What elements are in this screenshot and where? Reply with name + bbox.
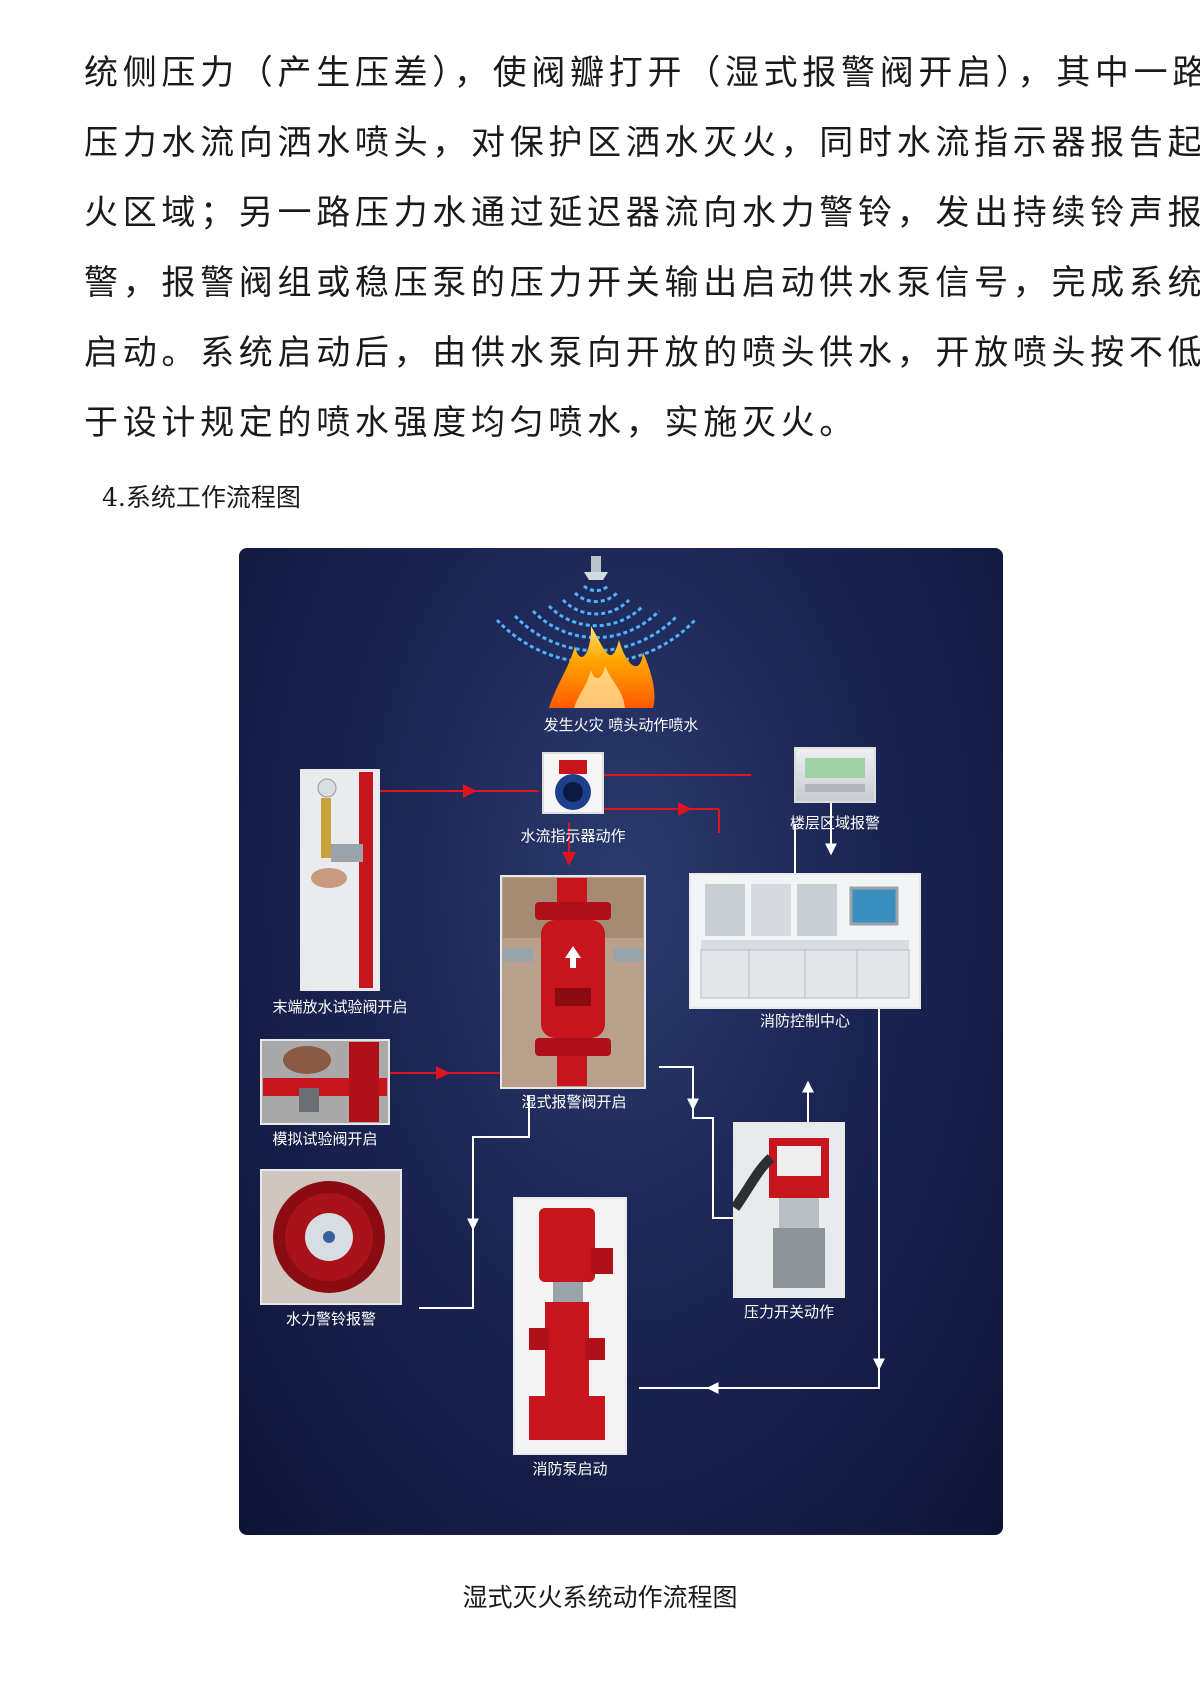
body-paragraph: 统侧压力（产生压差），使阀瓣打开（湿式报警阀开启），其中一路 压力水流向洒水喷头… [84, 38, 1200, 458]
label-pressure-switch: 压力开关动作 [743, 1303, 834, 1321]
label-fire-pump: 消防泵启动 [532, 1460, 608, 1478]
control-center-photo [689, 873, 921, 1009]
paragraph-line: 压力水流向洒水喷头，对保护区洒水灭火，同时水流指示器报告起 [84, 123, 1200, 163]
floor-alarm-panel [794, 747, 876, 803]
end-test-valve-photo [300, 769, 380, 991]
paragraph-line: 于设计规定的喷水强度均匀喷水，实施灭火。 [84, 403, 858, 443]
flow-indicator-device [542, 752, 604, 814]
flow-diagram: 发生火灾 喷头动作喷水 水流指示器动作 楼层区域报警 末端放水试验阀开启 湿式报… [239, 548, 1003, 1535]
label-alarm-valve: 湿式报警阀开启 [521, 1093, 627, 1111]
fire-pump-photo [513, 1197, 627, 1455]
diagram-graphics [260, 556, 921, 1455]
sim-test-valve-photo [260, 1039, 390, 1125]
label-control-center: 消防控制中心 [759, 1012, 850, 1030]
figure-caption: 湿式灭火系统动作流程图 [462, 1583, 738, 1612]
label-end-test-valve: 末端放水试验阀开启 [272, 998, 408, 1016]
wet-alarm-valve-photo [500, 875, 646, 1089]
water-bell-photo [260, 1169, 402, 1305]
label-floor-alarm: 楼层区域报警 [789, 814, 880, 832]
label-fire: 发生火灾 喷头动作喷水 [543, 716, 699, 734]
paragraph-line: 启动。系统启动后，由供水泵向开放的喷头供水，开放喷头按不低 [84, 333, 1200, 373]
label-sim-test-valve: 模拟试验阀开启 [272, 1130, 378, 1148]
label-water-bell: 水力警铃报警 [285, 1310, 376, 1328]
fire-icon [549, 626, 655, 708]
paragraph-line: 警，报警阀组或稳压泵的压力开关输出启动供水泵信号，完成系统 [84, 263, 1200, 303]
section-title: 4.系统工作流程图 [102, 483, 301, 512]
label-flow-indicator: 水流指示器动作 [520, 827, 626, 845]
water-spray-icon [495, 584, 697, 665]
pressure-switch-photo [730, 1122, 845, 1298]
paragraph-line: 火区域；另一路压力水通过延迟器流向水力警铃，发出持续铃声报 [84, 193, 1200, 233]
sprinkler-icon [584, 556, 608, 580]
paragraph-line: 统侧压力（产生压差），使阀瓣打开（湿式报警阀开启），其中一路 [84, 53, 1200, 93]
red-flow-arrows [379, 774, 751, 1080]
